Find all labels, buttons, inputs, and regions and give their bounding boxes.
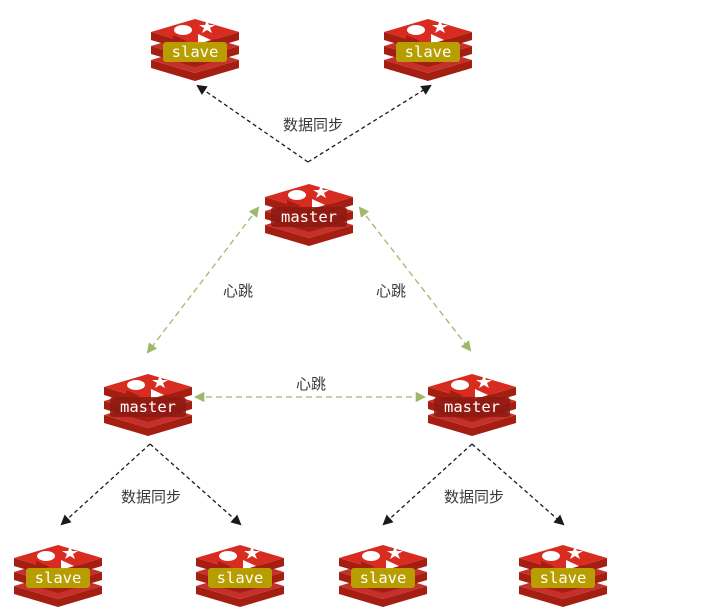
redis-logo-triangle-icon [243, 560, 256, 570]
redis-logo-circle-icon [37, 551, 55, 561]
redis-logo-star-icon [199, 20, 215, 33]
redis-logo-star-icon [244, 546, 260, 559]
slave-node: slave [519, 545, 607, 607]
redis-logo-shadow-icon [361, 561, 375, 570]
redis-logo-star-icon [62, 546, 78, 559]
nodes-layer: slave slave master master master slave slave sl… [14, 19, 607, 607]
slave-node: slave [339, 545, 427, 607]
slave-node: slave [196, 545, 284, 607]
master-label: master [444, 398, 500, 416]
sync-arrow-master-top-to-slave-right [307, 84, 432, 163]
slave-node: slave [14, 545, 102, 607]
redis-logo-layer-side [519, 586, 607, 607]
redis-logo-shadow-icon [126, 390, 140, 399]
redis-logo-triangle-icon [566, 560, 579, 570]
redis-logo-circle-icon [288, 190, 306, 200]
redis-logo-layer-side [428, 415, 516, 436]
sync-arrow-master-left-to-slave-1 [60, 443, 151, 526]
sync-arrow-master-top-to-slave-left [196, 84, 309, 163]
heartbeat-label-left: 心跳 [223, 282, 253, 300]
redis-logo-shadow-icon [36, 561, 50, 570]
heartbeat-arrow-top-right [358, 206, 472, 352]
sync-edges [60, 84, 565, 526]
redis-logo-layer-side [151, 60, 239, 81]
master-node: master [428, 374, 516, 436]
slave-label-background [396, 42, 460, 62]
slave-label: slave [35, 569, 82, 587]
slave-label: slave [172, 43, 219, 61]
redis-logo-triangle-icon [431, 34, 444, 44]
heartbeat-label-middle: 心跳 [296, 375, 326, 393]
redis-logo-circle-icon [219, 551, 237, 561]
master-node: master [265, 184, 353, 246]
redis-logo-shadow-icon [173, 35, 187, 44]
heartbeat-arrow-top-left [146, 206, 260, 354]
master-label-background [434, 397, 510, 417]
redis-logo-shadow-icon [406, 35, 420, 44]
redis-logo-circle-icon [362, 551, 380, 561]
redis-logo-shadow-icon [287, 200, 301, 209]
slave-label-background [26, 568, 90, 588]
sync-arrow-master-left-to-slave-2 [149, 443, 242, 526]
sync-label-top: 数据同步 [283, 116, 343, 134]
redis-logo-star-icon [432, 20, 448, 33]
redis-logo-triangle-icon [312, 199, 325, 209]
redis-logo-star-icon [476, 375, 492, 388]
slave-node: slave [384, 19, 472, 81]
redis-logo-triangle-icon [475, 389, 488, 399]
redis-logo-layer-side [339, 586, 427, 607]
master-label: master [120, 398, 176, 416]
heartbeat-edges [146, 206, 472, 403]
redis-logo-star-icon [313, 185, 329, 198]
redis-logo-layer-side [265, 225, 353, 246]
redis-logo-circle-icon [542, 551, 560, 561]
slave-label: slave [540, 569, 587, 587]
sync-arrow-master-right-to-slave-4 [471, 443, 565, 526]
heartbeat-label-right: 心跳 [376, 282, 406, 300]
redis-logo-shadow-icon [450, 390, 464, 399]
slave-label: slave [405, 43, 452, 61]
redis-logo-triangle-icon [151, 389, 164, 399]
redis-logo-layer-side [196, 586, 284, 607]
redis-logo-circle-icon [127, 380, 145, 390]
redis-logo-layer-side [384, 60, 472, 81]
slave-node: slave [151, 19, 239, 81]
sync-label-bottom-left: 数据同步 [121, 488, 181, 506]
sync-arrow-master-right-to-slave-3 [382, 443, 473, 526]
redis-logo-circle-icon [407, 25, 425, 35]
master-node: master [104, 374, 192, 436]
slave-label-background [163, 42, 227, 62]
redis-logo-circle-icon [451, 380, 469, 390]
master-label-background [110, 397, 186, 417]
redis-logo-layer-side [14, 586, 102, 607]
redis-logo-star-icon [387, 546, 403, 559]
slave-label: slave [217, 569, 264, 587]
redis-logo-triangle-icon [386, 560, 399, 570]
slave-label-background [208, 568, 272, 588]
slave-label-background [531, 568, 595, 588]
master-label: master [281, 208, 337, 226]
redis-logo-star-icon [567, 546, 583, 559]
redis-logo-triangle-icon [198, 34, 211, 44]
redis-logo-shadow-icon [218, 561, 232, 570]
slave-label: slave [360, 569, 407, 587]
slave-label-background [351, 568, 415, 588]
sync-label-bottom-right: 数据同步 [444, 488, 504, 506]
redis-logo-layer-side [104, 415, 192, 436]
redis-logo-star-icon [152, 375, 168, 388]
redis-logo-circle-icon [174, 25, 192, 35]
master-label-background [271, 207, 347, 227]
redis-logo-shadow-icon [541, 561, 555, 570]
redis-logo-triangle-icon [61, 560, 74, 570]
